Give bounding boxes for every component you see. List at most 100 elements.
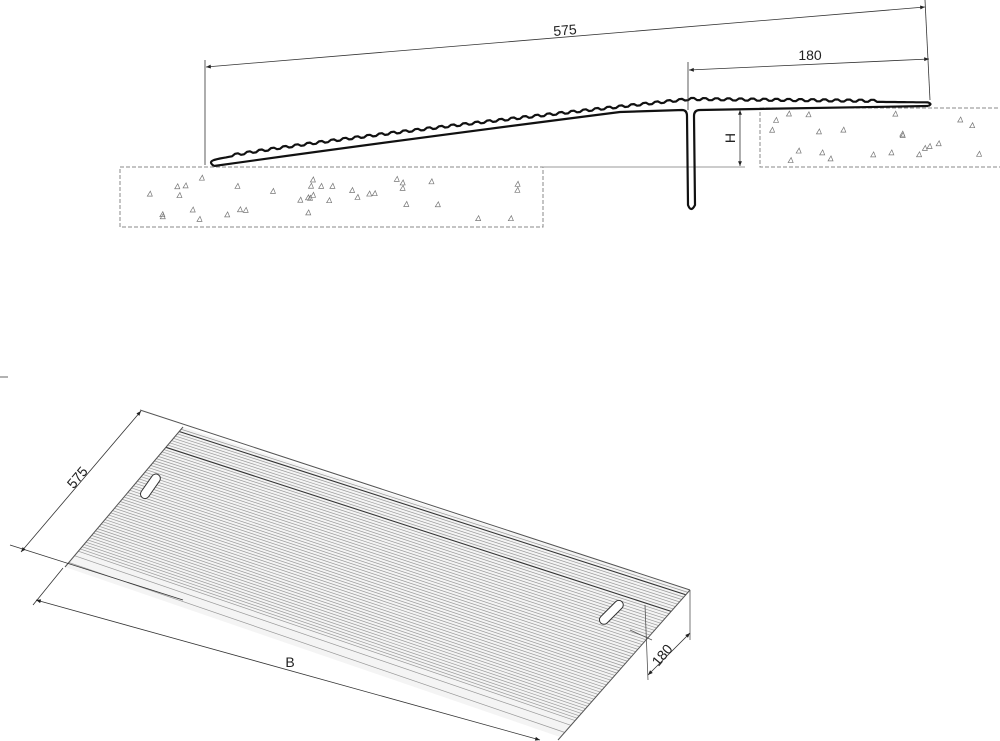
aggregate-mark — [514, 186, 521, 193]
width-dimension-label: B — [285, 654, 294, 670]
rib-line — [152, 462, 657, 629]
isometric-view: 575 B 180 — [9, 409, 691, 741]
rib-line — [125, 494, 628, 662]
rib-line — [148, 467, 653, 634]
extension-line — [924, 0, 931, 101]
aggregate-mark — [434, 200, 441, 208]
rib-line — [127, 492, 630, 660]
rib-line — [144, 471, 649, 638]
aggregate-mark — [393, 175, 400, 182]
profile-view: 575 180 H — [119, 0, 1000, 228]
aggregate-mark — [189, 206, 196, 213]
depth-dimension-label: 575 — [64, 463, 91, 491]
rib-line — [167, 444, 674, 610]
flange-dimension-label: 180 — [798, 47, 822, 63]
rib-line — [150, 465, 655, 631]
aggregate-mark — [772, 116, 780, 123]
aggregate-mark — [182, 182, 189, 189]
rib-line — [177, 433, 684, 598]
aggregate-mark — [969, 121, 976, 129]
flange-edge — [644, 604, 649, 681]
width-dimension-line — [35, 599, 541, 741]
lower-concrete-block — [119, 166, 544, 228]
height-dimension-label: H — [722, 133, 738, 143]
rib-line — [154, 460, 659, 626]
rib-line — [175, 435, 682, 600]
aggregate-mark — [304, 194, 312, 201]
aggregate-mark — [174, 182, 181, 190]
aggregate-mark — [819, 149, 826, 156]
aggregate-mark — [892, 110, 899, 117]
concrete-aggregate — [146, 110, 983, 222]
extension-line — [9, 544, 184, 601]
aggregate-mark — [870, 151, 877, 158]
aggregate-mark — [787, 156, 794, 163]
flange-dimension-label: 180 — [648, 641, 675, 669]
aggregate-mark — [242, 206, 249, 213]
aggregate-mark — [309, 176, 316, 183]
rib-line — [160, 453, 665, 619]
aggregate-mark — [159, 210, 166, 218]
aggregate-mark — [399, 179, 406, 186]
aggregate-mark — [236, 205, 244, 213]
rib-line — [165, 446, 672, 612]
handle-slot — [598, 599, 624, 625]
length-dimension-line — [205, 5, 926, 69]
flange-dimension-line — [647, 632, 691, 676]
aggregate-mark — [957, 116, 964, 123]
aggregate-mark — [234, 182, 241, 189]
aggregate-mark — [888, 149, 895, 156]
aggregate-mark — [146, 190, 153, 197]
rib-line — [158, 456, 663, 622]
rib-line — [135, 483, 638, 650]
aggregate-mark — [915, 150, 923, 158]
aggregate-mark — [297, 196, 304, 203]
aggregate-mark — [329, 182, 336, 189]
aggregate-mark — [354, 193, 361, 200]
aggregate-mark — [371, 189, 378, 197]
aggregate-mark — [815, 128, 822, 135]
extension-line — [32, 567, 64, 606]
ramp-profile-underside — [213, 104, 929, 211]
depth-dimension-line — [20, 410, 142, 553]
aggregate-mark — [840, 126, 847, 133]
handle-slot — [139, 473, 161, 500]
aggregate-mark — [514, 180, 521, 187]
ramp-profile-top-surface — [209, 96, 932, 167]
aggregate-mark — [269, 187, 276, 194]
aggregate-mark — [785, 110, 792, 117]
aggregate-mark — [805, 111, 812, 118]
rib-line — [163, 449, 670, 615]
rib-line — [156, 458, 661, 624]
aggregate-mark — [159, 212, 166, 220]
flange-dimension-line — [688, 57, 930, 72]
aggregate-mark — [975, 150, 983, 157]
rib-line — [133, 485, 636, 652]
aggregate-mark — [768, 126, 776, 133]
rib-line — [179, 430, 686, 596]
upper-concrete-block — [759, 107, 1000, 168]
ramp-right-edge — [557, 589, 691, 741]
aggregate-mark — [475, 214, 482, 221]
rib-line — [139, 478, 642, 645]
rib-line — [129, 489, 632, 657]
aggregate-mark — [348, 186, 356, 193]
aggregate-mark — [507, 214, 514, 222]
length-dimension-label: 575 — [553, 21, 578, 39]
aggregate-mark — [224, 211, 231, 218]
rib-line — [169, 442, 676, 607]
aggregate-mark — [306, 194, 314, 201]
aggregate-mark — [366, 190, 373, 197]
rib-line — [161, 451, 668, 617]
rib-line — [141, 476, 644, 643]
rib-line — [180, 428, 689, 593]
aggregate-mark — [403, 200, 410, 207]
rib-line — [146, 469, 651, 636]
rib-line — [137, 480, 640, 648]
aggregate-mark — [399, 184, 406, 191]
aggregate-mark — [428, 178, 435, 185]
rib-line — [173, 437, 680, 603]
aggregate-mark — [325, 196, 333, 204]
aggregate-mark — [926, 142, 933, 149]
